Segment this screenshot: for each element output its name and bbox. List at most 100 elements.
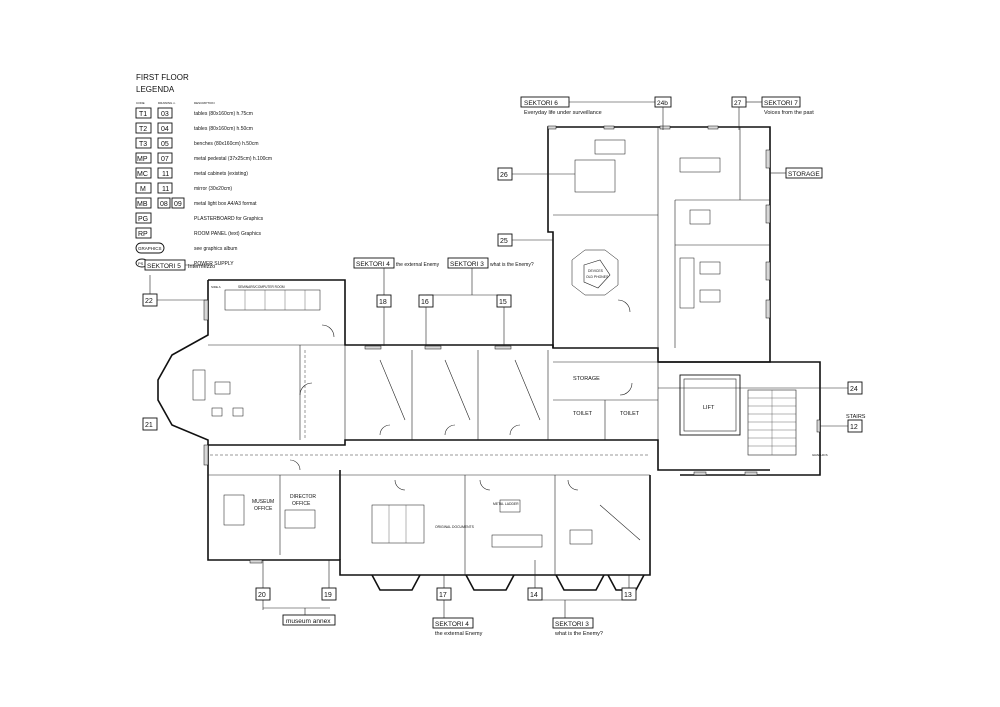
callout-14: 14 [527,560,543,601]
legend-row: PG PLASTERBOARD for Graphics [135,212,264,224]
legend-code: MB [137,201,148,208]
callout-27: 27 [734,100,742,107]
svg-text:13: 13 [624,592,632,599]
callout-13: 13 [621,575,637,601]
svg-text:SEKTORI 3: SEKTORI 3 [555,621,589,628]
legend-drawing-2: 09 [174,201,182,208]
svg-text:14: 14 [530,592,538,599]
stairs-label: STAIRS [846,414,866,420]
callout-18: 18 [376,294,392,346]
callouts: 26 25 22 21 18 16 15 [142,167,863,618]
legend-code: GRAPHICS [138,246,162,251]
svg-text:Voices from the past: Voices from the past [764,110,814,116]
callout-20: 20 [255,560,271,601]
legend-code: MP [137,156,148,163]
sektori-7-label: 27 SEKTORI 7 Voices from the past [731,96,814,130]
legend-code: T3 [139,141,147,148]
svg-text:SEKTORI 3: SEKTORI 3 [450,261,484,268]
director-office-label-1: DIRECTOR [290,494,316,500]
legend-description: see graphics album [194,246,237,252]
side-a-label: SIDE A [211,285,221,289]
sektori-4-top-label: SEKTORI 4 the external Enemy [353,257,440,295]
legend-row: GRAPHICS see graphics album [135,242,237,254]
svg-text:17: 17 [439,592,447,599]
svg-text:SEKTORI 4: SEKTORI 4 [435,621,469,628]
sektori-5-label: SEKTORI 5 Intermezzo [144,259,215,271]
legend-description: tables (80x160cm) h.50cm [194,126,253,132]
callout-26: 26 [497,167,575,181]
legend-row: MC 11 metal cabinets (existing) [135,167,248,179]
legend-subtitle: LEGENDA [136,85,175,94]
legend-description: POWER SUPPLY [194,261,234,267]
svg-text:what is the Enemy?: what is the Enemy? [554,631,603,637]
building-walls [157,125,821,591]
callout-16: 16 [418,294,434,346]
svg-text:SEKTORI 5: SEKTORI 5 [147,263,181,270]
svg-text:15: 15 [499,299,507,306]
svg-text:21: 21 [145,422,153,429]
legend-drawing: 08 [160,201,168,208]
svg-text:the external Enemy: the external Enemy [435,631,483,637]
sektori-4-bottom-label: SEKTORI 4 the external Enemy [432,617,483,637]
museum-office-label-2: OFFICE [254,506,273,512]
legend-drawing: 03 [161,111,169,118]
legend-drawing: 05 [161,141,169,148]
sektori-6-label: SEKTORI 6 Everyday life under surveillan… [520,96,672,130]
callout-21: 21 [142,417,158,431]
legend-row: MP 07 metal pedestal (37x25cm) h.100cm [135,152,272,164]
svg-text:18: 18 [379,299,387,306]
legend-drawing: 07 [161,156,169,163]
legend-row: M 11 mirror (30x20cm) [135,182,232,194]
legend-code: T2 [139,126,147,133]
callout-24b: 24b [657,100,668,107]
legend-code: RP [138,231,148,238]
legend-code: MC [137,171,148,178]
callout-15: 15 [496,294,512,346]
legend-code: T1 [139,111,147,118]
callout-12: 12 [820,419,863,433]
legend-row: T1 03 tables (80x160cm) h.75cm [135,107,253,119]
original-documents-label: ORIGINAL DOCUMENTS [435,525,475,529]
legend-description: mirror (30x20cm) [194,186,232,192]
svg-text:the external Enemy: the external Enemy [396,262,440,268]
legend: FIRST FLOOR LEGENDA CODE DRAWING n. DESC… [135,73,272,268]
legend-code: PS [138,261,144,266]
legend-description: metal cabinets (existing) [194,171,248,177]
legend-description: PLASTERBOARD for Graphics [194,216,264,222]
svg-text:SEKTORI 6: SEKTORI 6 [524,100,558,107]
legend-title: FIRST FLOOR [136,73,189,82]
metal-ladder-label: METAL LADDER [493,502,519,506]
legend-description: benches (80x160cm) h.50cm [194,141,258,147]
director-office-label-2: OFFICE [292,501,311,507]
legend-drawing: 11 [162,186,169,193]
legend-code: PG [138,216,148,223]
svg-text:what is the Enemy?: what is the Enemy? [490,262,534,268]
svg-text:26: 26 [500,172,508,179]
old-phones-label: OLD PHONES [586,275,609,279]
legend-description: metal pedestal (37x25cm) h.100cm [194,156,272,162]
toilet-label-2: TOILET [620,411,640,417]
section-labels: SEKTORI 6 Everyday life under surveillan… [144,96,866,637]
storage-top-label: STORAGE [788,171,820,178]
callout-22: 22 [142,275,208,307]
callout-25: 25 [497,233,553,247]
legend-col-code: CODE [136,101,145,105]
sektori-3-bottom-label: SEKTORI 3 what is the Enemy? [542,599,622,637]
svg-text:25: 25 [500,238,508,245]
museum-annex-label: museum annex [286,618,331,625]
callout-19: 19 [321,560,337,601]
legend-description: tables (80x160cm) h.75cm [194,111,253,117]
svg-text:20: 20 [258,592,266,599]
legend-col-drawing: DRAWING n. [158,101,176,105]
legend-row: T3 05 benches (80x160cm) h.50cm [135,137,258,149]
svg-text:12: 12 [850,424,858,431]
svg-text:24: 24 [850,386,858,393]
legend-row: T2 04 tables (80x160cm) h.50cm [135,122,253,134]
svg-text:16: 16 [421,299,429,306]
svg-text:19: 19 [324,592,332,599]
callout-17: 17 [436,575,452,618]
legend-row: MB 08 09 metal light box A4/A3 format [135,197,257,209]
legend-code: M [140,186,146,193]
toilet-label-1: TOILET [573,411,593,417]
legend-row: RP ROOM PANEL (text) Graphics [135,227,261,239]
